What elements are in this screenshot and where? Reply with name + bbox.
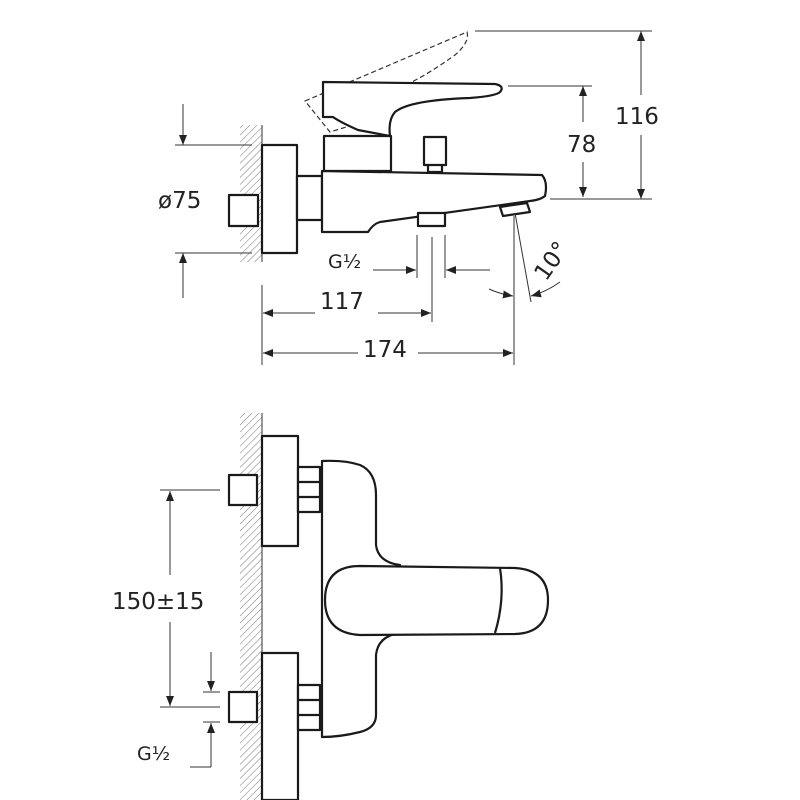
wall-hatch [240,125,262,262]
bottom-outlet [416,211,447,228]
lever-top [323,564,550,637]
connector-lower [296,683,322,732]
escutcheon [260,143,299,255]
spout-aerator [498,201,532,218]
dim-thread-side: G½ [328,251,361,273]
mixer-cartridge [322,134,393,173]
dim-diameter: ø75 [158,188,201,214]
dim-depth: 174 [363,337,407,363]
side-view: ø75 116 78 G½ 117 174 10° [158,30,659,365]
dim-angle: 10° [530,237,575,285]
escutcheon-upper [260,434,300,548]
wall-hatch [240,413,262,800]
diverter-knob [422,135,448,174]
connector-upper [296,465,322,514]
top-view: 150±15 G½ [112,413,550,800]
spout-body [320,169,548,234]
dim-height-total: 116 [615,104,659,130]
dim-height-spout: 78 [567,132,596,158]
inlet-pipe [227,193,260,228]
escutcheon-lower [260,651,300,800]
dim-thread-top: G½ [137,743,170,765]
inlet-pipe-upper [227,473,259,507]
dim-centers: 150±15 [112,589,204,615]
connector [295,174,324,222]
inlet-pipe-lower [227,690,259,724]
dim-outlet-distance: 117 [320,289,364,315]
lever [321,80,503,138]
